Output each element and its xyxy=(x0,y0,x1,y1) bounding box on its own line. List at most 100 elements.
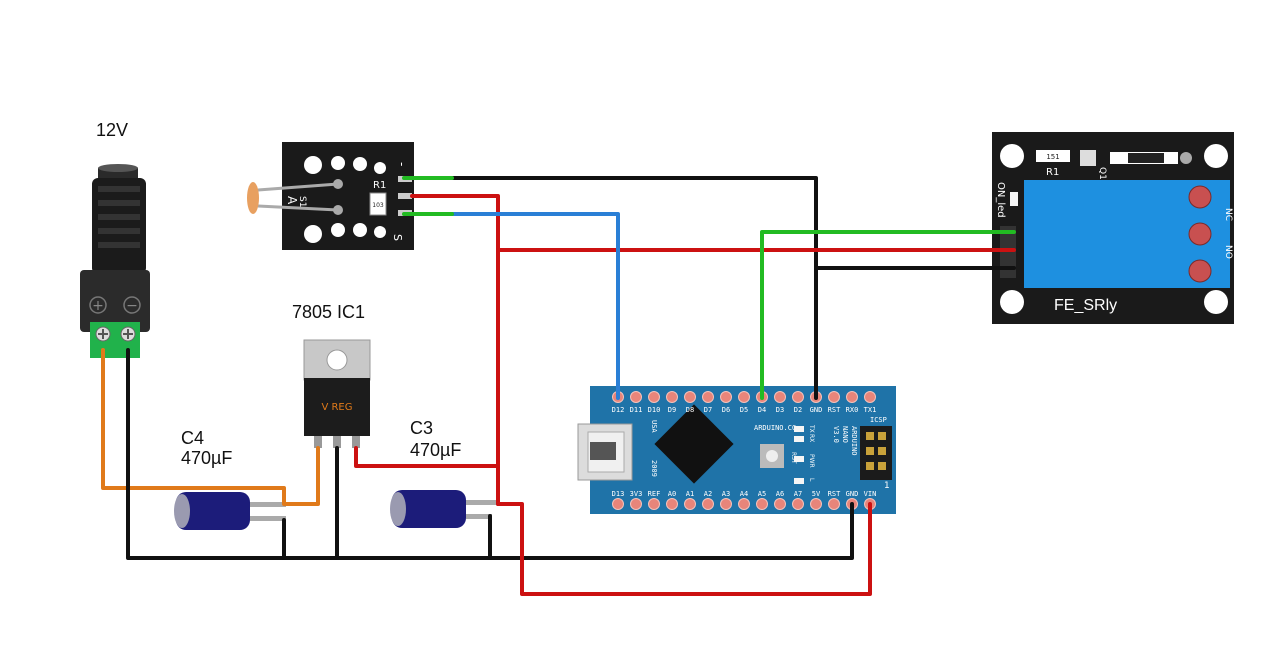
light-sensor-module: 103 R1 S1 A - S xyxy=(247,142,414,250)
dc-jack: 12V + − xyxy=(80,120,150,358)
cap-c3-name: C3 xyxy=(410,418,433,438)
wires xyxy=(101,176,1016,596)
nano-bottom-label-a4: A4 xyxy=(740,490,748,498)
nano-led-tx: TX xyxy=(808,424,815,433)
nano-top-pad-d3 xyxy=(774,391,786,403)
nano-model-3: V3.0 xyxy=(832,426,840,443)
nano-brand: ARDUINO.CC xyxy=(754,424,796,432)
relay-q1-label: Q1 xyxy=(1097,167,1107,180)
cap-c3-value: 470µF xyxy=(410,440,461,460)
nano-icsp-pin1: 1 xyxy=(884,481,890,491)
nano-bottom-label-a0: A0 xyxy=(668,490,676,498)
nano-top-label-d11: D11 xyxy=(630,406,643,414)
nano-top-label-tx1: TX1 xyxy=(864,406,877,414)
jack-minus-sign: − xyxy=(126,298,138,314)
relay-r1-label: R1 xyxy=(1046,167,1059,178)
nano-bottom-pad-a6 xyxy=(774,498,786,510)
sensor-r1-label: R1 xyxy=(373,180,386,191)
nano-rst-button-label: RST xyxy=(790,452,797,464)
sensor-a-label: A xyxy=(285,196,299,205)
arduino-nano: RST ARDUINO.CC ARDUINO NANO V3.0 USA 200… xyxy=(577,386,896,514)
nano-model-2: NANO xyxy=(841,426,849,443)
nano-bottom-pad-a4 xyxy=(738,498,750,510)
sensor-s1-label: S1 xyxy=(297,196,307,207)
nano-bottom-label-rst: RST xyxy=(828,490,841,498)
nano-bottom-pad-5v xyxy=(810,498,822,510)
nano-bottom-label-a2: A2 xyxy=(704,490,712,498)
relay-res-code: 151 xyxy=(1046,153,1059,161)
nano-bottom-pad-a2 xyxy=(702,498,714,510)
wire-reg-output xyxy=(354,446,500,468)
nano-bottom-pad-a5 xyxy=(756,498,768,510)
relay-name-label: FE_SRly xyxy=(1054,297,1117,314)
icsp-pin xyxy=(878,447,886,455)
cap-c4-name: C4 xyxy=(181,428,204,448)
sensor-res-code: 103 xyxy=(372,202,384,209)
nano-top-label-d4: D4 xyxy=(758,406,766,414)
nano-bottom-label-gnd: GND xyxy=(846,490,859,498)
nano-top-label-d8: D8 xyxy=(686,406,694,414)
nano-model-1: ARDUINO xyxy=(850,426,858,456)
jack-plus-sign: + xyxy=(92,298,104,314)
relay-module: 151 R1 Q1 ON_led NC NO FE_SRly xyxy=(992,132,1234,324)
nano-top-label-d10: D10 xyxy=(648,406,661,414)
wire-5v-to-vin xyxy=(496,502,872,596)
nano-top-pad-d11 xyxy=(630,391,642,403)
nano-top-pad-tx1 xyxy=(864,391,876,403)
nano-bottom-label-a1: A1 xyxy=(686,490,694,498)
regulator-body-text: V REG xyxy=(321,402,352,413)
nano-top-pad-d2 xyxy=(792,391,804,403)
dc-jack-label: 12V xyxy=(96,120,128,140)
nano-led-pwr: PWR xyxy=(808,454,815,468)
nano-top-pad-d7 xyxy=(702,391,714,403)
nano-top-pad-d9 xyxy=(666,391,678,403)
nano-top-pad-d10 xyxy=(648,391,660,403)
icsp-pin xyxy=(866,432,874,440)
voltage-regulator-7805: 7805 IC1 V REG xyxy=(292,302,371,448)
nano-icsp-label: ICSP xyxy=(870,416,887,424)
nano-bottom-label-a5: A5 xyxy=(758,490,766,498)
nano-led-l: L xyxy=(808,478,815,482)
relay-no-label: NO xyxy=(1223,245,1233,259)
sensor-pin-s: S xyxy=(391,234,404,241)
relay-nc-label: NC xyxy=(1223,208,1233,221)
nano-bottom-pad-a3 xyxy=(720,498,732,510)
nano-top-label-d5: D5 xyxy=(740,406,748,414)
nano-bottom-label-ref: REF xyxy=(648,490,661,498)
nano-bottom-label-a6: A6 xyxy=(776,490,784,498)
nano-bottom-label-vin: VIN xyxy=(864,490,877,498)
nano-bottom-pad-d13 xyxy=(612,498,624,510)
regulator-label: 7805 IC1 xyxy=(292,302,365,322)
nano-bottom-pad-a0 xyxy=(666,498,678,510)
nano-bottom-label-3v3: 3V3 xyxy=(630,490,643,498)
relay-on-led-label: ON_led xyxy=(995,182,1006,218)
nano-bottom-pad-rst xyxy=(828,498,840,510)
sensor-pin-minus: - xyxy=(395,162,409,166)
wire-sensor-signal xyxy=(410,212,620,400)
nano-top-label-d2: D2 xyxy=(794,406,802,414)
nano-top-label-rst: RST xyxy=(828,406,841,414)
nano-bottom-pad-ref xyxy=(648,498,660,510)
icsp-pin xyxy=(866,447,874,455)
nano-top-pad-rst xyxy=(828,391,840,403)
icsp-header xyxy=(866,432,886,470)
icsp-pin xyxy=(866,462,874,470)
nano-country: USA xyxy=(650,420,658,433)
nano-top-label-d3: D3 xyxy=(776,406,784,414)
nano-bottom-label-a7: A7 xyxy=(794,490,802,498)
nano-top-label-d9: D9 xyxy=(668,406,676,414)
wire-sensor-vcc xyxy=(410,194,500,506)
nano-top-pad-rx0 xyxy=(846,391,858,403)
wire-relay-signal xyxy=(760,230,1016,400)
nano-top-pad-d8 xyxy=(684,391,696,403)
nano-top-label-rx0: RX0 xyxy=(846,406,859,414)
nano-bottom-label-a3: A3 xyxy=(722,490,730,498)
nano-year: 2009 xyxy=(650,460,658,477)
nano-top-pad-d6 xyxy=(720,391,732,403)
wire-sensor-gnd xyxy=(410,176,818,400)
nano-top-pad-d5 xyxy=(738,391,750,403)
nano-bottom-pad-a7 xyxy=(792,498,804,510)
nano-top-label-d6: D6 xyxy=(722,406,730,414)
